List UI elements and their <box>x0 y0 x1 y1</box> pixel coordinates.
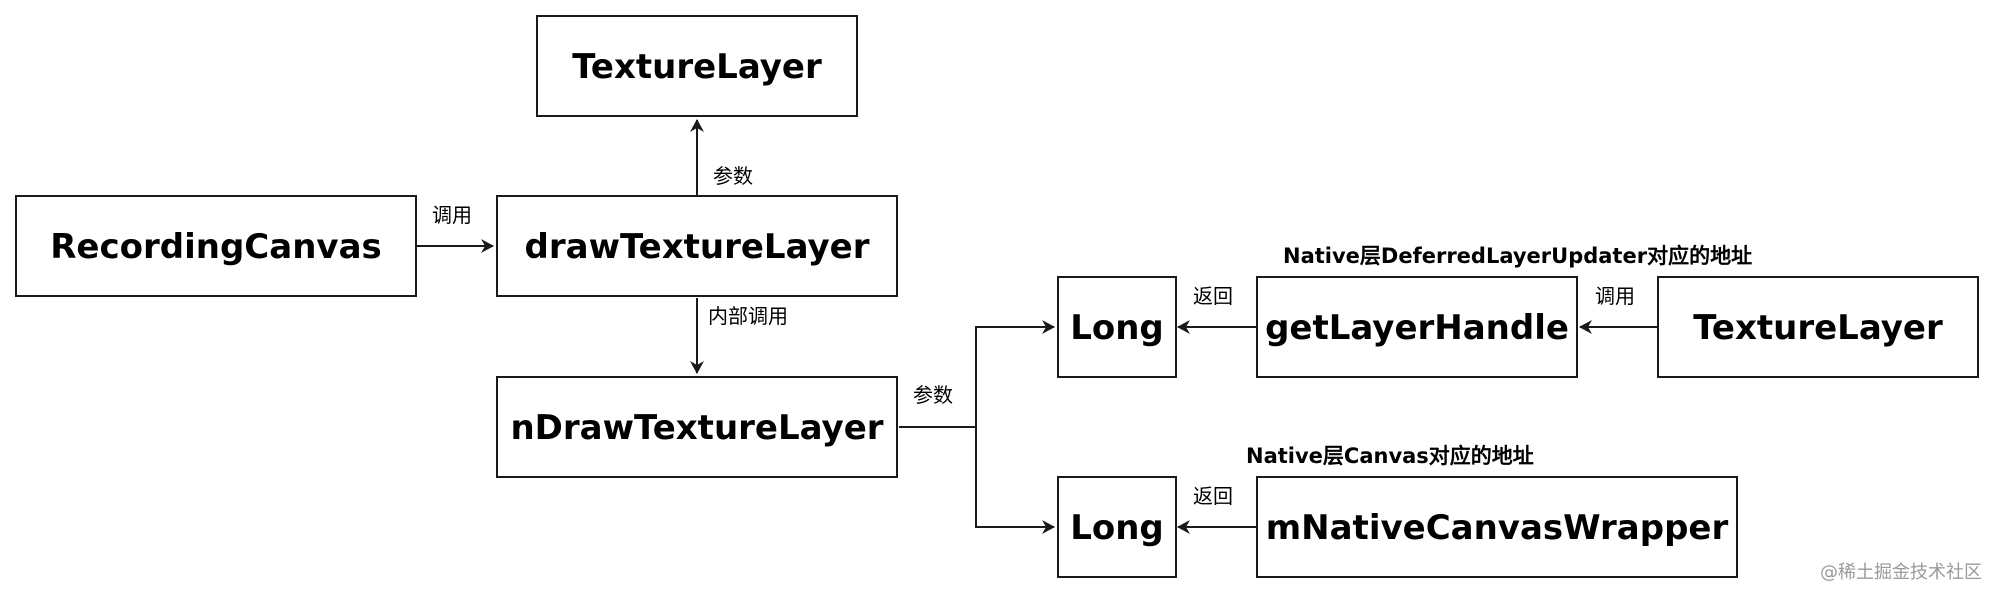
edge-split-to-long-top <box>975 320 1055 527</box>
node-label: mNativeCanvasWrapper <box>1266 508 1729 548</box>
node-long-top: Long <box>1057 276 1177 378</box>
edge-label-call-texture: 调用 <box>1595 284 1635 308</box>
node-recordingcanvas: RecordingCanvas <box>15 195 417 297</box>
node-mnativecanvaswrapper: mNativeCanvasWrapper <box>1256 476 1738 578</box>
node-label: RecordingCanvas <box>50 227 382 267</box>
edge-label-param-split: 参数 <box>913 383 953 407</box>
node-ndrawtexturelayer: nDrawTextureLayer <box>496 376 898 478</box>
node-label: getLayerHandle <box>1265 308 1569 348</box>
node-label: drawTextureLayer <box>525 227 870 267</box>
node-label: TextureLayer <box>572 47 822 87</box>
node-label: nDrawTextureLayer <box>510 408 883 448</box>
edge-label-return-bottom: 返回 <box>1193 484 1233 508</box>
node-drawtexturelayer: drawTextureLayer <box>496 195 898 297</box>
node-getlayerhandle: getLayerHandle <box>1256 276 1578 378</box>
annotation-deferred-layer-updater: Native层DeferredLayerUpdater对应的地址 <box>1283 244 1752 268</box>
node-label: Long <box>1070 508 1164 548</box>
edge-label-call-recording: 调用 <box>432 203 472 227</box>
node-label: Long <box>1070 308 1164 348</box>
watermark: @稀土掘金技术社区 <box>1820 562 1982 583</box>
edge-split-to-long-bottom <box>975 427 1055 534</box>
node-long-bottom: Long <box>1057 476 1177 578</box>
annotation-native-canvas: Native层Canvas对应的地址 <box>1246 444 1534 468</box>
node-texturelayer-top: TextureLayer <box>536 15 858 117</box>
node-label: TextureLayer <box>1693 308 1943 348</box>
edge-label-param-to-texturelayer: 参数 <box>713 164 753 188</box>
node-texturelayer-right: TextureLayer <box>1657 276 1979 378</box>
edge-label-return-top: 返回 <box>1193 284 1233 308</box>
edge-label-internal-call: 内部调用 <box>708 304 788 328</box>
